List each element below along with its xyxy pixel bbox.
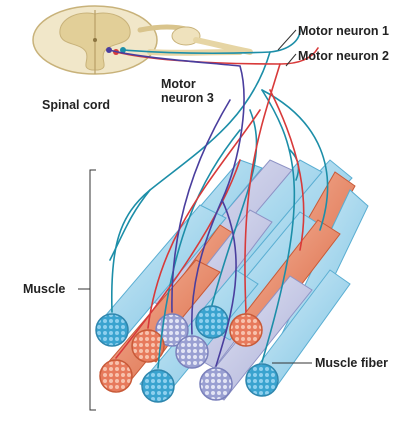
label-motor-neuron-3-line2: neuron 3 bbox=[161, 91, 214, 105]
label-muscle-fiber: Muscle fiber bbox=[315, 356, 388, 370]
label-motor-neuron-2: Motor neuron 2 bbox=[298, 49, 389, 63]
label-motor-neuron-3-line1: Motor bbox=[161, 77, 196, 91]
label-muscle: Muscle bbox=[23, 282, 65, 296]
label-spinal-cord: Spinal cord bbox=[42, 98, 110, 112]
label-motor-neuron-1: Motor neuron 1 bbox=[298, 24, 389, 38]
muscle-bracket bbox=[78, 170, 96, 410]
